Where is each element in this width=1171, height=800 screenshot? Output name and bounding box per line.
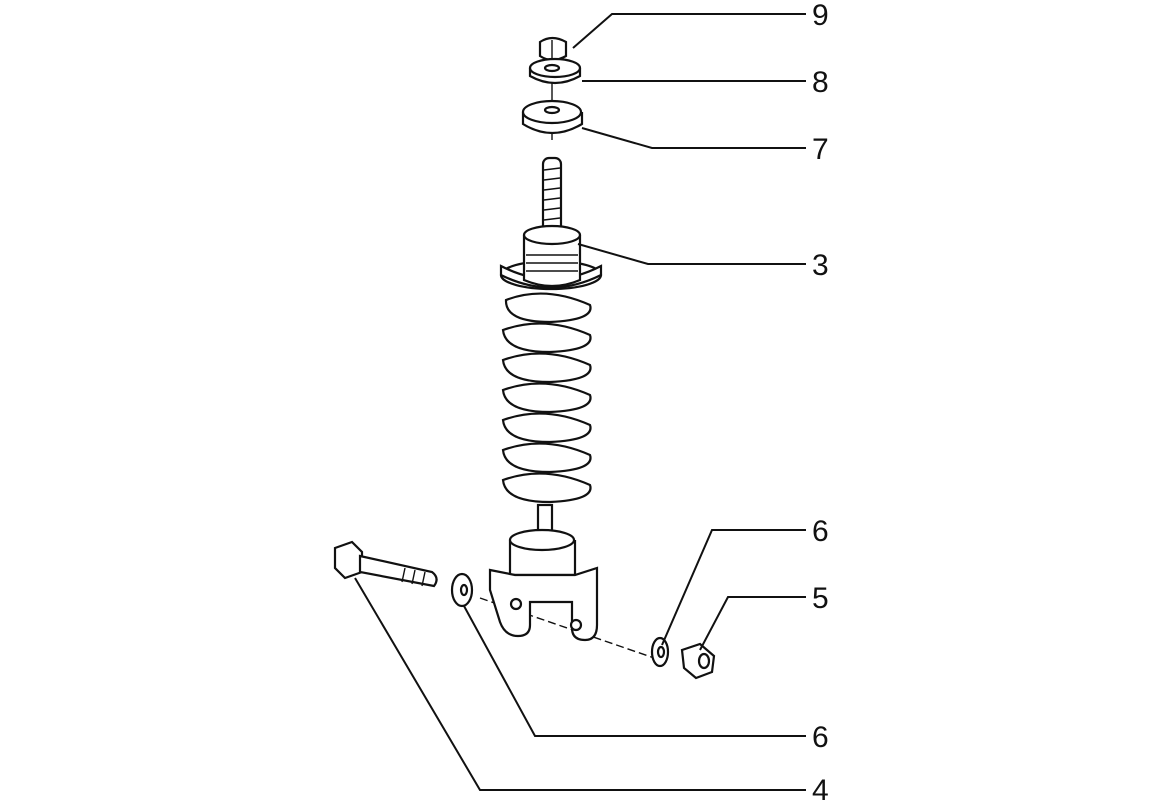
part-rubber-bush xyxy=(521,99,584,134)
coil-spring xyxy=(501,292,592,504)
part-shock-absorber xyxy=(488,156,603,642)
callout-4: 4 xyxy=(812,774,829,800)
callout-5: 5 xyxy=(812,582,829,615)
leader-lines xyxy=(354,13,806,791)
callout-6-left: 6 xyxy=(812,721,829,754)
part-nut-top xyxy=(538,36,568,62)
part-washer-top xyxy=(528,57,582,85)
part-washer-right xyxy=(650,636,670,668)
callout-6-right: 6 xyxy=(812,515,829,548)
part-bolt xyxy=(333,540,438,588)
callout-3: 3 xyxy=(812,249,829,282)
callout-8: 8 xyxy=(812,66,829,99)
part-nut-bottom xyxy=(680,642,716,680)
callout-9: 9 xyxy=(812,0,829,32)
callout-7: 7 xyxy=(812,133,829,166)
part-washer-left xyxy=(450,572,474,608)
